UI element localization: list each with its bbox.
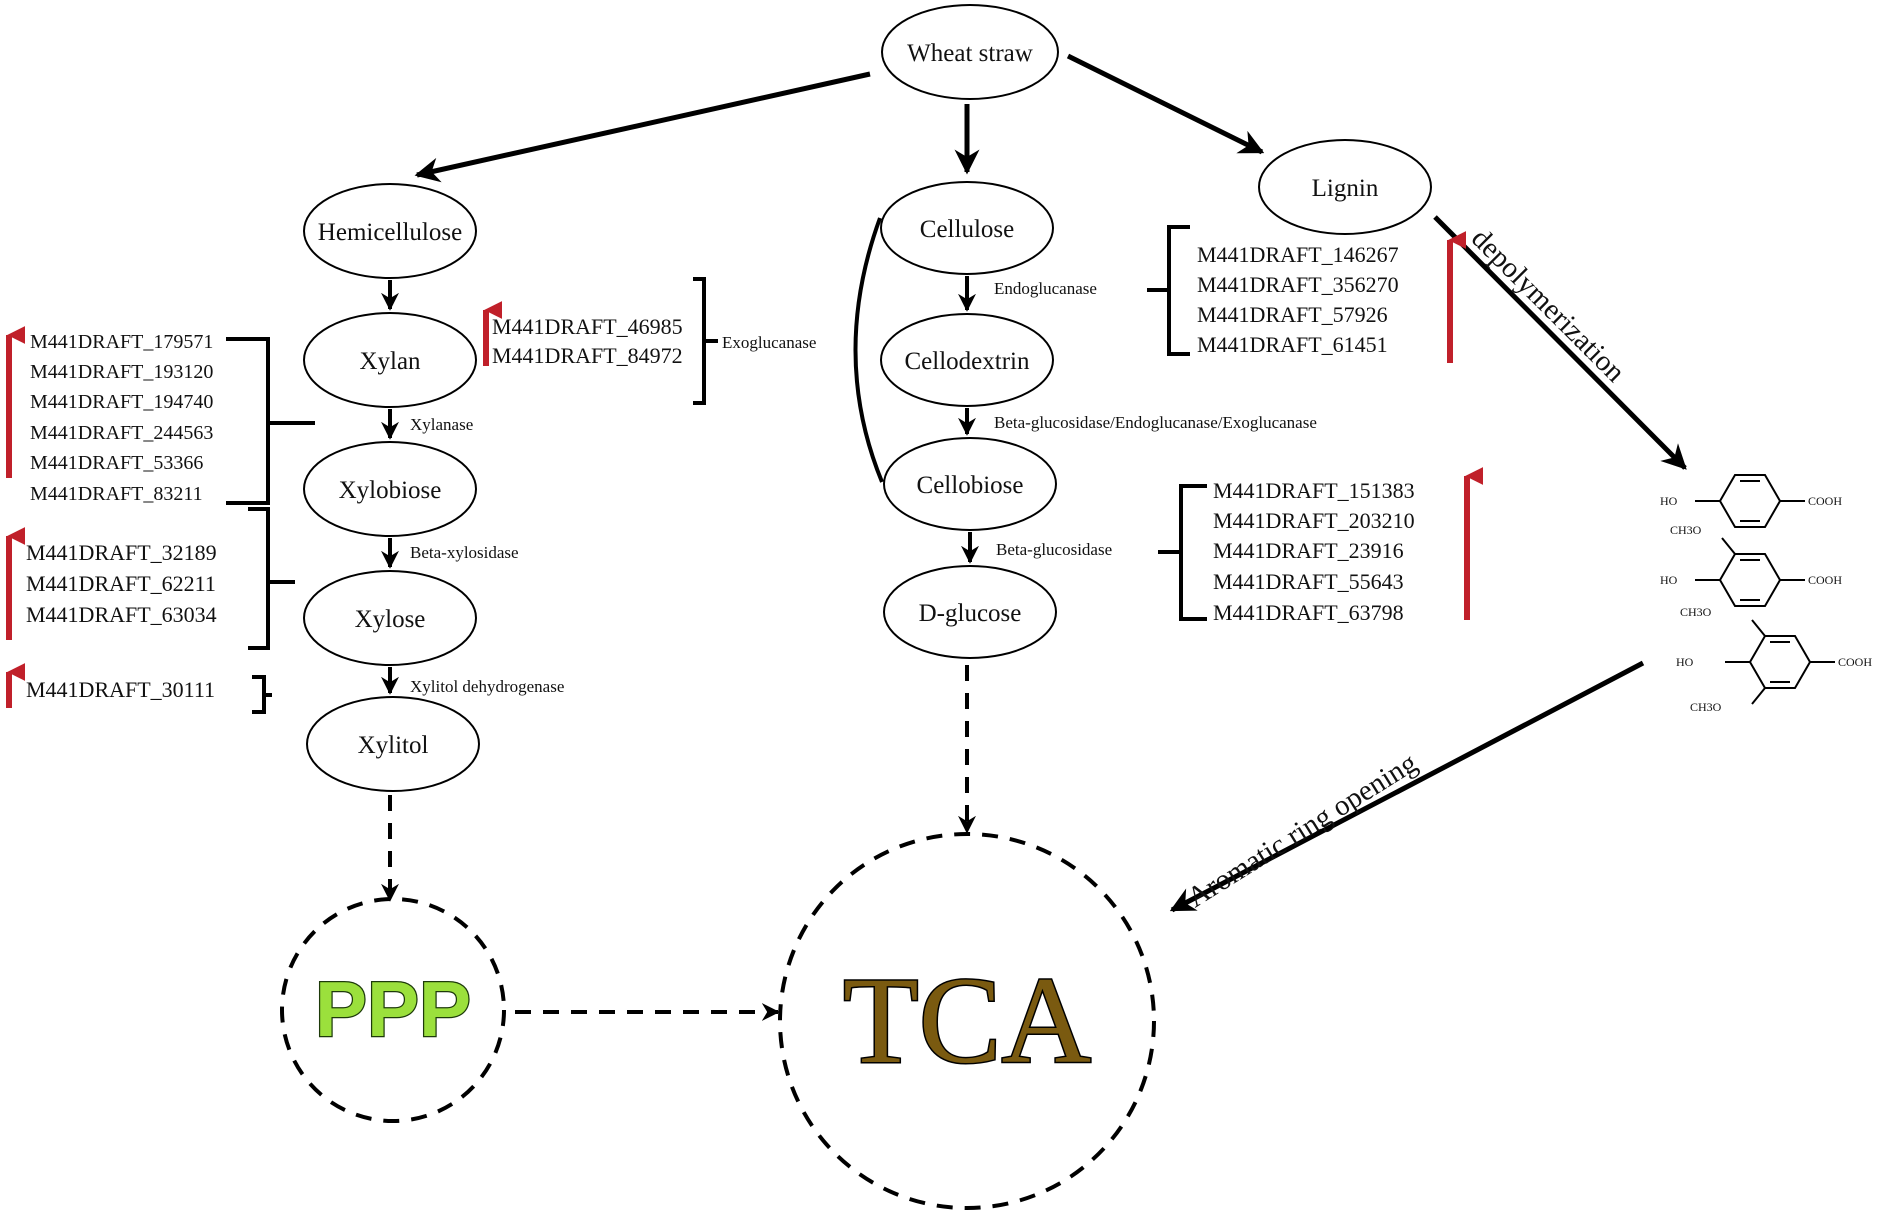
xylan-label: Xylan [359,348,421,375]
genes-exoglucanase: M441DRAFT_46985 M441DRAFT_84972 [492,314,683,368]
lignin-label: Lignin [1312,175,1379,202]
node-cellodextrin: Cellodextrin [880,313,1054,407]
node-cellulose: Cellulose [880,181,1054,275]
chem-cooh-3: COOH [1838,655,1872,669]
enzyme-xylanase: Xylanase [410,415,473,434]
aromatic-structures [1695,474,1835,705]
enzyme-xylitol-dehydrogenase: Xylitol dehydrogenase [410,677,564,696]
gene-item: M441DRAFT_146267 [1197,242,1399,267]
d-glucose-label: D-glucose [919,600,1022,627]
cellulose-label: Cellulose [920,216,1014,243]
gene-item: M441DRAFT_356270 [1197,272,1399,297]
arrow-ring-opening [1169,660,1645,913]
gene-item: M441DRAFT_30111 [26,677,215,702]
enzyme-beta-xylosidase: Beta-xylosidase [410,543,519,562]
ppp-label: PPP [315,965,471,1053]
node-wheat-straw: Wheat straw [881,4,1059,100]
bracket-beta-glucosidase [1179,484,1207,621]
node-cellobiose: Cellobiose [883,437,1057,531]
bracket-xylanase [226,337,270,505]
gene-item: M441DRAFT_193120 [30,361,213,383]
node-tca: TCA [778,832,1156,1210]
gene-item: M441DRAFT_203210 [1213,508,1415,533]
chem-ho-3: HO [1676,655,1694,669]
genes-beta-glucosidase: M441DRAFT_151383 M441DRAFT_203210 M441DR… [1213,478,1415,625]
arrow-to-lignin [1066,53,1265,155]
node-xylan: Xylan [303,312,477,408]
enzyme-exoglucanase: Exoglucanase [722,333,816,352]
chem-ho-2: HO [1660,573,1678,587]
xylitol-label: Xylitol [358,732,429,759]
bracket-exoglucanase [693,277,706,405]
label-aromatic-ring-opening: Aromatic ring opening [1182,747,1423,914]
bracket-xylitol-dh [252,675,266,714]
main-arrows [381,53,1687,913]
enzyme-beta-glucosidase: Beta-glucosidase [996,540,1112,559]
bracket-lignin [1167,225,1190,356]
label-depolymerization: depolymerization [1465,222,1631,388]
wheat-straw-label: Wheat straw [907,40,1033,67]
gene-item: M441DRAFT_63034 [26,602,217,627]
node-hemicellulose: Hemicellulose [303,183,477,279]
genes-xylitol-dh: M441DRAFT_30111 [26,677,215,702]
enzyme-bg-endo-exo: Beta-glucosidase/Endoglucanase/Exoglucan… [994,413,1317,432]
gene-item: M441DRAFT_194740 [30,391,213,413]
arrow-depolymerization [1433,215,1687,470]
gene-item: M441DRAFT_32189 [26,540,217,565]
node-ppp: PPP [280,897,506,1123]
gene-item: M441DRAFT_151383 [1213,478,1415,503]
genes-lignin: M441DRAFT_146267 M441DRAFT_356270 M441DR… [1197,242,1399,357]
chem-ch3o-2: CH3O [1680,605,1712,619]
cellulose-cellobiose-arc [853,217,884,483]
gene-item: M441DRAFT_46985 [492,314,683,339]
genes-xylanase: M441DRAFT_179571 M441DRAFT_193120 M441DR… [30,331,213,505]
chem-ch3o-3: CH3O [1690,700,1722,714]
tca-label: TCA [843,952,1091,1089]
cellobiose-label: Cellobiose [917,472,1024,499]
enzyme-endoglucanase: Endoglucanase [994,279,1097,298]
gene-item: M441DRAFT_63798 [1213,600,1404,625]
xylobiose-label: Xylobiose [339,477,442,504]
node-lignin: Lignin [1258,139,1432,235]
chem-ch3o-1: CH3O [1670,523,1702,537]
gene-item: M441DRAFT_62211 [26,571,216,596]
arrow-to-hemicellulose [414,71,871,183]
genes-beta-xylosidase: M441DRAFT_32189 M441DRAFT_62211 M441DRAF… [26,540,217,627]
gene-item: M441DRAFT_179571 [30,331,213,353]
structure-syringic-acid [1725,619,1835,705]
chem-cooh-1: COOH [1808,494,1842,508]
node-xylitol: Xylitol [306,696,480,792]
cellodextrin-label: Cellodextrin [905,348,1030,375]
gene-item: M441DRAFT_23916 [1213,538,1404,563]
structure-hydroxybenzoic-acid [1695,474,1805,528]
bracket-beta-xylosidase [248,507,270,650]
chem-labels: HO COOH CH3O HO COOH CH3O HO COOH CH3O [1660,494,1872,714]
gene-item: M441DRAFT_84972 [492,343,683,368]
gene-item: M441DRAFT_53366 [30,452,203,474]
node-xylose: Xylose [303,570,477,666]
dashed-arrows [381,665,976,1021]
hemicellulose-label: Hemicellulose [318,219,462,246]
gene-item: M441DRAFT_61451 [1197,332,1388,357]
up-regulation-arrows [6,231,1484,708]
xylose-label: Xylose [355,606,426,633]
gene-item: M441DRAFT_244563 [30,422,213,444]
chem-cooh-2: COOH [1808,573,1842,587]
gene-item: M441DRAFT_55643 [1213,569,1404,594]
gene-item: M441DRAFT_57926 [1197,302,1388,327]
node-d-glucose: D-glucose [883,565,1057,659]
structure-vanillic-acid [1695,537,1805,607]
chem-ho-1: HO [1660,494,1678,508]
node-xylobiose: Xylobiose [303,441,477,537]
brackets [226,225,1207,714]
gene-item: M441DRAFT_83211 [30,483,203,505]
